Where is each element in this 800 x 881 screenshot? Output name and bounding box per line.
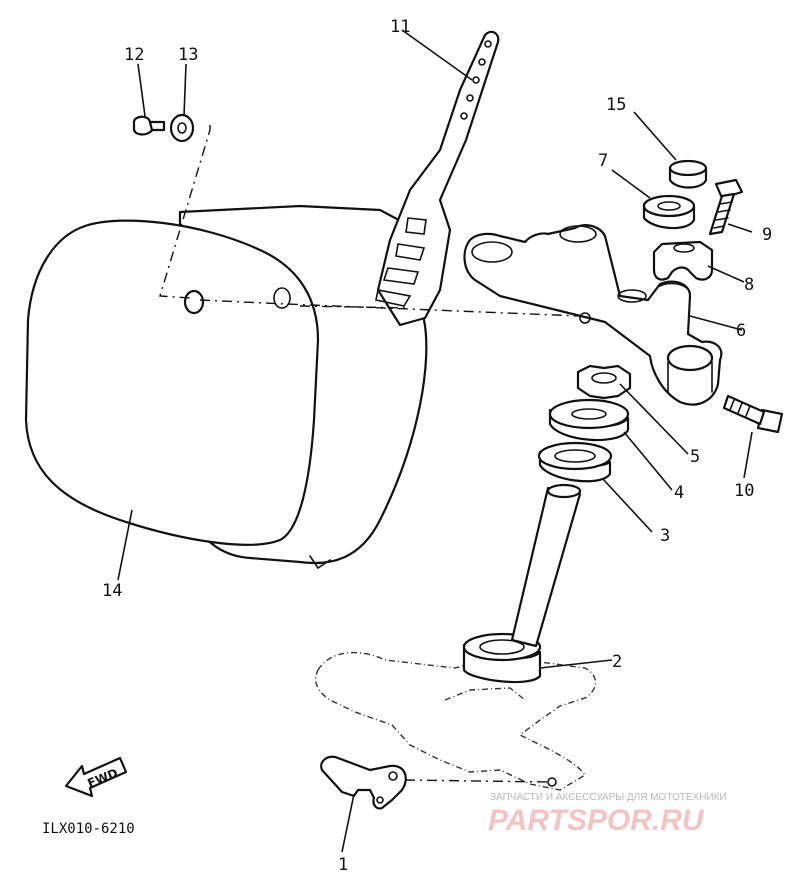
watermark: ЗАПЧАСТИ И АКСЕССУАРЫ ДЛЯ МОТОТЕХНИКИ PA… bbox=[488, 792, 727, 837]
part-9-bolt bbox=[708, 178, 744, 236]
leader-lines bbox=[117, 29, 753, 853]
part-8-handlebar-holder bbox=[652, 240, 714, 281]
part-15-cap bbox=[668, 159, 708, 189]
label-7: 7 bbox=[598, 151, 608, 171]
part-4-bearing-cover bbox=[548, 398, 630, 442]
label-10: 10 bbox=[734, 481, 754, 501]
part-labels: 11 12 13 15 7 9 8 6 5 4 10 3 2 14 1 bbox=[102, 17, 772, 875]
watermark-site: PARTSPOR.RU bbox=[488, 804, 705, 837]
part-6-upper-bracket bbox=[463, 224, 723, 406]
assembly-lines bbox=[159, 125, 581, 787]
label-9: 9 bbox=[762, 225, 772, 245]
label-11: 11 bbox=[390, 17, 410, 37]
label-13: 13 bbox=[178, 45, 198, 65]
part-14-number-plate bbox=[24, 219, 320, 546]
part-3-upper-bearing bbox=[537, 441, 613, 483]
part-5-ring-nut bbox=[576, 364, 632, 400]
label-3: 3 bbox=[660, 526, 670, 546]
label-14: 14 bbox=[102, 581, 122, 601]
label-6: 6 bbox=[736, 321, 746, 341]
drawing-code: ILX010-6210 bbox=[42, 821, 135, 837]
part-12-screw bbox=[132, 115, 166, 136]
watermark-tagline: ЗАПЧАСТИ И АКСЕССУАРЫ ДЛЯ МОТОТЕХНИКИ bbox=[490, 792, 727, 803]
part-10-bolt bbox=[722, 394, 784, 434]
label-5: 5 bbox=[690, 447, 700, 467]
part-13-grommet bbox=[169, 113, 195, 143]
part-11-meter-stay bbox=[375, 30, 500, 327]
label-2: 2 bbox=[612, 652, 622, 672]
label-8: 8 bbox=[744, 275, 754, 295]
steering-stem-shaft bbox=[510, 483, 582, 648]
label-12: 12 bbox=[124, 45, 144, 65]
part-7-collar bbox=[642, 194, 696, 230]
fwd-arrow: FWD bbox=[64, 756, 128, 798]
label-15: 15 bbox=[606, 95, 626, 115]
part-1-cable-guide bbox=[320, 755, 407, 810]
label-4: 4 bbox=[674, 483, 684, 503]
label-1: 1 bbox=[338, 855, 348, 875]
under-bracket-outline bbox=[314, 651, 597, 791]
